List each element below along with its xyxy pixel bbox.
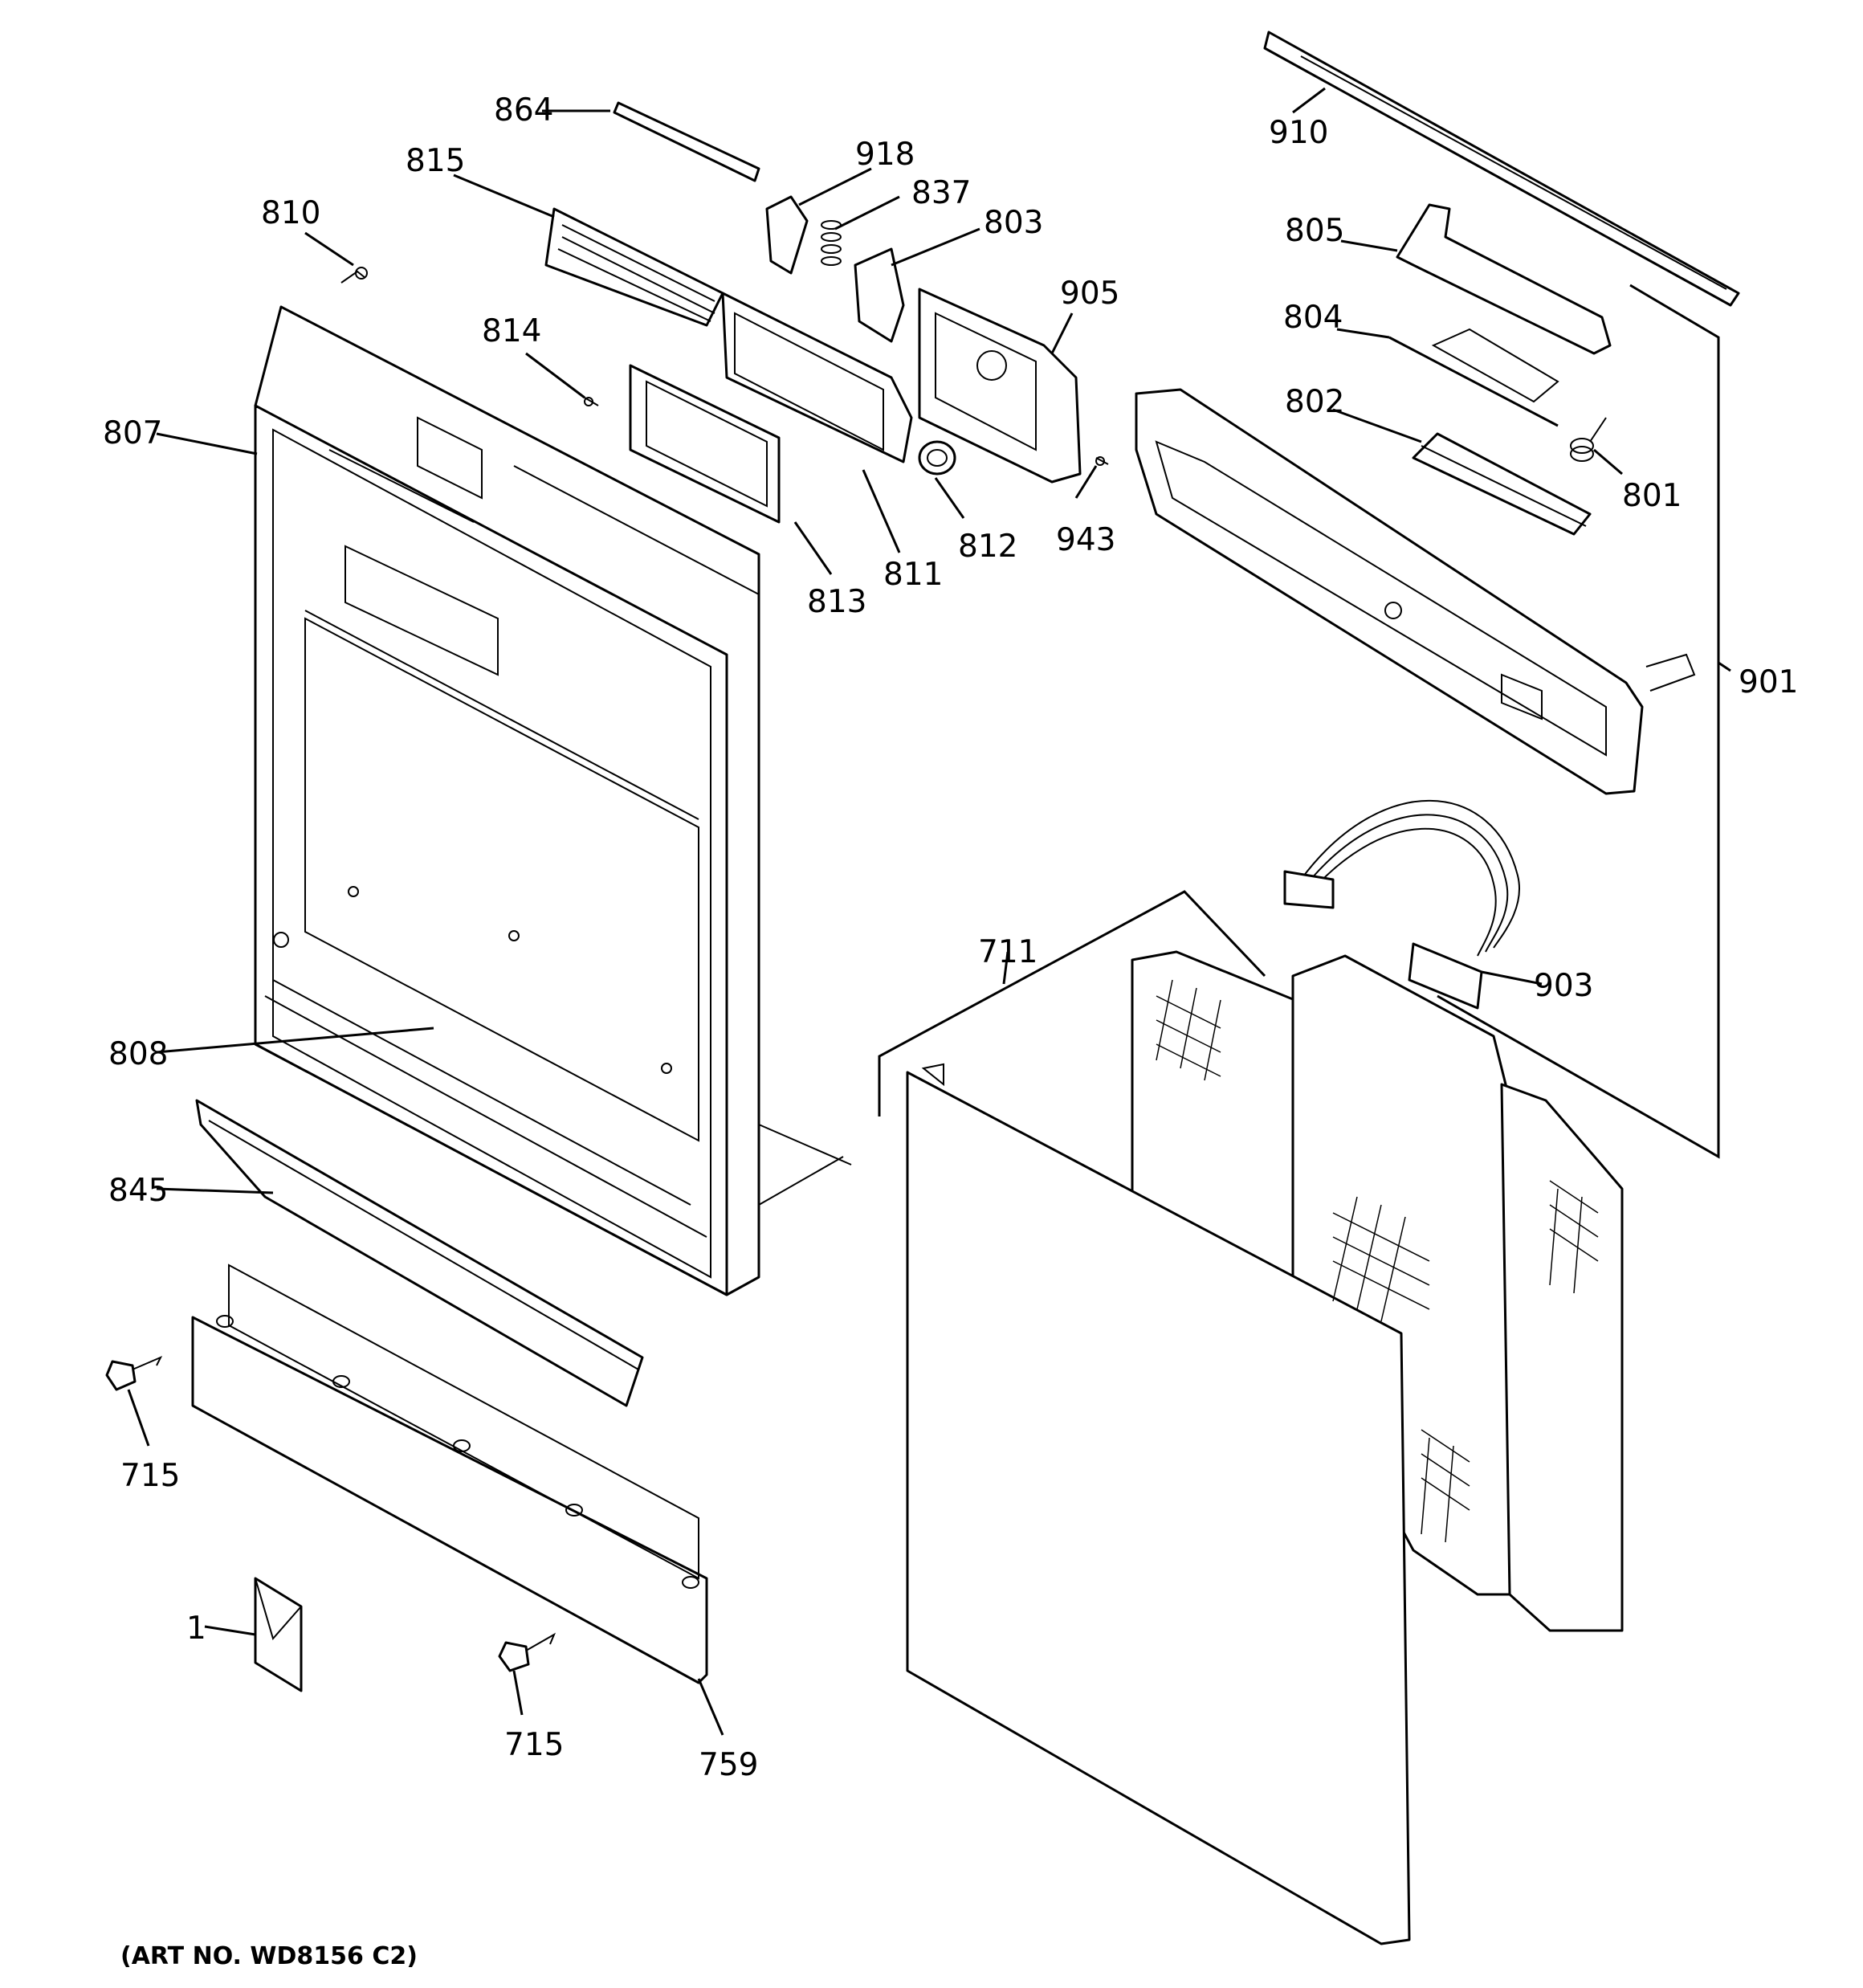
leader-lines bbox=[127, 87, 1731, 1736]
screw-943-icon bbox=[1095, 456, 1109, 466]
label-711: 711 bbox=[978, 934, 1037, 970]
label-807: 807 bbox=[103, 415, 162, 451]
hinge-802 bbox=[1412, 432, 1592, 536]
bottom-trim-845 bbox=[195, 1099, 644, 1407]
screw-715-left-icon bbox=[105, 1356, 163, 1391]
label-814: 814 bbox=[482, 313, 541, 349]
label-943: 943 bbox=[1056, 522, 1115, 558]
knob-812 bbox=[918, 440, 956, 476]
label-901: 901 bbox=[1739, 664, 1798, 700]
label-918: 918 bbox=[855, 137, 915, 173]
label-715-left: 715 bbox=[120, 1458, 180, 1494]
label-864: 864 bbox=[494, 92, 553, 129]
dispenser-811 bbox=[721, 292, 913, 463]
gasket-813 bbox=[629, 364, 781, 524]
label-1: 1 bbox=[186, 1610, 206, 1647]
literature-packet-1 bbox=[254, 1577, 303, 1692]
label-759: 759 bbox=[699, 1747, 758, 1783]
label-910: 910 bbox=[1269, 115, 1328, 151]
latch-803 bbox=[854, 247, 905, 343]
outer-door-panel-711 bbox=[906, 950, 1624, 1945]
screw-814-icon bbox=[584, 397, 599, 406]
label-715-bottom: 715 bbox=[504, 1727, 564, 1763]
label-837: 837 bbox=[911, 175, 971, 211]
top-rail-910 bbox=[1263, 31, 1740, 307]
label-905: 905 bbox=[1060, 276, 1119, 312]
label-802: 802 bbox=[1285, 384, 1344, 420]
label-815: 815 bbox=[406, 143, 465, 179]
switch-918 bbox=[765, 195, 809, 275]
vent-815 bbox=[544, 207, 724, 327]
ribbon-cable-903 bbox=[1283, 800, 1520, 1010]
label-813: 813 bbox=[807, 584, 866, 620]
label-803: 803 bbox=[984, 205, 1043, 241]
label-845: 845 bbox=[108, 1173, 168, 1209]
inner-door-panel-807 bbox=[254, 305, 852, 1296]
screw-715-bottom-icon bbox=[498, 1632, 556, 1672]
label-808: 808 bbox=[108, 1036, 168, 1072]
toe-kick-panel-759 bbox=[191, 1263, 708, 1684]
rod-804 bbox=[1388, 328, 1559, 427]
console-901 bbox=[1135, 388, 1696, 795]
screw-810-icon bbox=[340, 267, 368, 284]
label-903: 903 bbox=[1534, 968, 1593, 1004]
label-811: 811 bbox=[883, 557, 943, 593]
part-labels: 864 918 815 837 810 803 905 814 807 813 … bbox=[103, 92, 1798, 1970]
spring-801-icon bbox=[1570, 417, 1607, 462]
label-801: 801 bbox=[1622, 478, 1682, 514]
label-810: 810 bbox=[261, 195, 320, 231]
label-804: 804 bbox=[1283, 300, 1343, 336]
label-805: 805 bbox=[1285, 213, 1344, 249]
label-812: 812 bbox=[958, 529, 1017, 565]
control-housing-905 bbox=[918, 288, 1082, 484]
bracket-805 bbox=[1396, 203, 1612, 355]
vent-strip-864 bbox=[613, 101, 760, 182]
art-number: (ART NO. WD8156 C2) bbox=[120, 1942, 418, 1970]
